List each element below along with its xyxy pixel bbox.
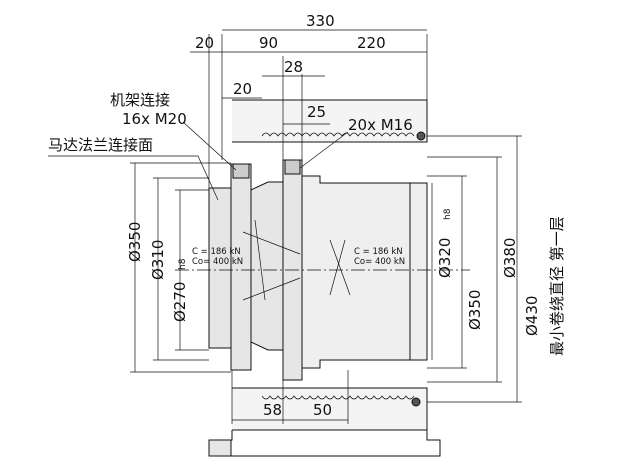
drum-outline-lower (232, 387, 428, 431)
frame-bolts-label: 16x M20 (122, 110, 187, 128)
drum-assembly (175, 99, 470, 457)
dim-d320: Ø320 (436, 238, 454, 278)
bearing-right-c: C = 186 kN (354, 247, 403, 257)
frame-plate-bottom (208, 439, 232, 457)
shaft-slash-right-2 (329, 239, 346, 296)
dim-d380: Ø380 (501, 238, 519, 278)
rope-coils-lower (261, 395, 415, 400)
frame-base (209, 430, 441, 457)
shaft-slash-right (329, 239, 351, 296)
dim-20-top: 20 (195, 34, 214, 52)
dim-58: 58 (263, 401, 282, 419)
right-diameters: Ø320 h8 Ø350 Ø380 Ø430 最小卷绕直径 第一层 (427, 135, 566, 403)
dim-330: 330 (306, 12, 335, 30)
drum-bolts-label: 20x M16 (348, 116, 413, 134)
frame-bolt-head (232, 163, 250, 179)
left-annotations: 机架连接 16x M20 马达法兰连接面 20x M16 (48, 91, 413, 201)
dim-d430: Ø430 (523, 296, 541, 336)
dim-d350-left: Ø350 (126, 222, 144, 262)
dim-90: 90 (259, 34, 278, 52)
dim-20-left: 20 (233, 80, 252, 98)
drum-bolt-head (284, 159, 301, 175)
motor-flange-label: 马达法兰连接面 (48, 136, 153, 154)
bearing-right-co: Co= 400 kN (354, 257, 405, 267)
bearing-left-c: C = 186 kN (192, 247, 241, 257)
hub-cone (250, 181, 284, 351)
dim-28: 28 (284, 58, 303, 76)
drum-lower-rope-zone (232, 388, 427, 430)
left-diameters: Ø350 Ø310 Ø270 h8 (126, 162, 231, 373)
top-dimensions: 330 20 90 220 28 20 25 (190, 12, 428, 190)
drum-bolts-leader (299, 131, 349, 169)
bearing-notes: C = 186 kN Co= 400 kN C = 186 kN Co= 400… (192, 247, 405, 267)
shaft-slash-left (254, 219, 266, 301)
drum-outline-upper (232, 99, 428, 143)
frame-bolts-leader (182, 121, 237, 171)
drum-barrel (301, 175, 428, 369)
dim-d270: Ø270 (171, 282, 189, 322)
frame-connection-label: 机架连接 (110, 91, 170, 109)
shaft-inner-upper (242, 231, 301, 255)
rope-anchor-upper (416, 131, 426, 141)
rope-coils-upper (261, 132, 415, 137)
dim-d270-tol: h8 (178, 258, 188, 270)
min-drum-diameter-label: 最小卷绕直径 第一层 (548, 216, 566, 356)
dim-d310: Ø310 (149, 240, 167, 280)
dim-50: 50 (313, 401, 332, 419)
motor-flange-leader (48, 155, 219, 201)
frame-plate (208, 187, 232, 349)
dim-d320-tol: h8 (443, 208, 453, 220)
rope-anchor-lower (411, 397, 421, 407)
bottom-dimensions: 58 50 (231, 370, 349, 424)
motor-flange (230, 163, 252, 371)
drum-upper-rope-zone (232, 100, 427, 142)
shaft-inner-lower (242, 277, 301, 301)
dim-220: 220 (357, 34, 386, 52)
dim-d350-right: Ø350 (466, 290, 484, 330)
frame-base-left (209, 430, 233, 441)
dim-25: 25 (307, 103, 326, 121)
bearing-left-co: Co= 400 kN (192, 257, 243, 267)
